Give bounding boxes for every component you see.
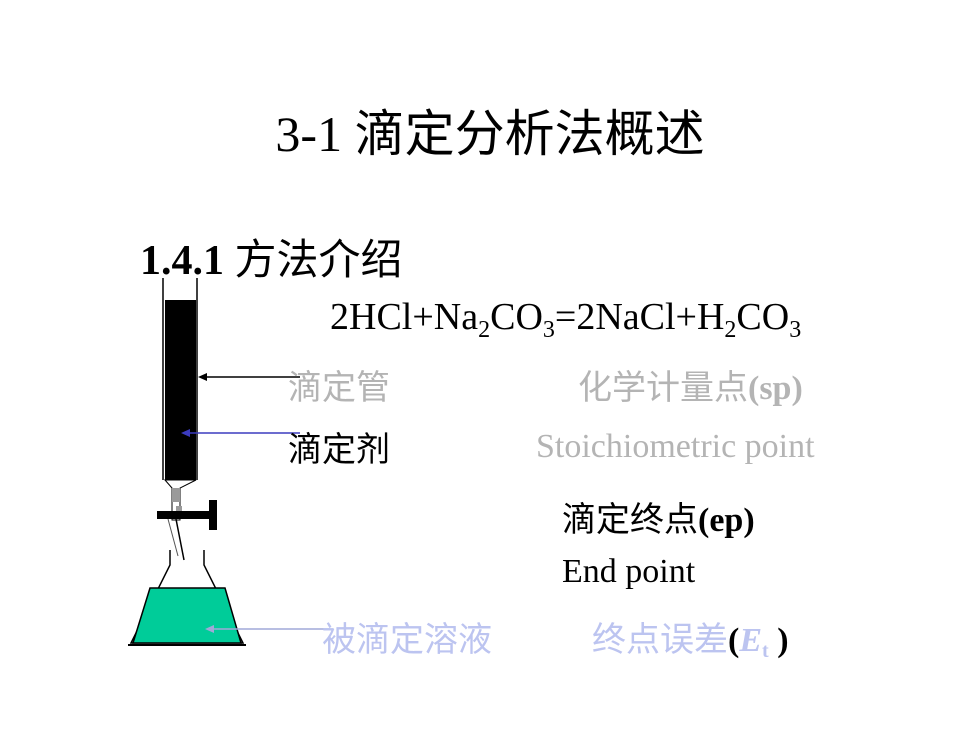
section-number: 1.4.1: [140, 238, 224, 284]
equation-subscript: 2: [478, 317, 491, 343]
stopcock-bar: [157, 511, 215, 519]
label-titrant: 滴定剂: [288, 432, 390, 469]
equation-part: CO: [490, 296, 543, 338]
et-open-paren: (: [728, 622, 740, 659]
titrant-column: [165, 300, 196, 480]
flask-solution: [131, 587, 242, 644]
et-chinese: 终点误差: [592, 622, 728, 659]
et-symbol: Et: [739, 622, 769, 662]
equation-subscript: 2: [724, 317, 737, 343]
stopcock-handle: [209, 500, 217, 530]
label-end-point-error: 终点误差(Et ): [592, 612, 789, 661]
burette-outlet: [175, 518, 185, 561]
equation-subscript: 3: [542, 317, 555, 343]
label-end-point-en: End point: [562, 553, 696, 590]
chemical-equation: 2HCl+Na2CO3=2NaCl+H2CO3: [330, 295, 801, 342]
arrow-burette-head: [198, 373, 207, 381]
equation-part: 2HCl+Na: [330, 296, 479, 338]
arrow-analyte-head: [205, 625, 214, 633]
section-title: 方法介绍: [224, 238, 403, 284]
et-symbol-subscript: t: [762, 640, 769, 662]
label-stoichiometric-point-en: Stoichiometric point: [536, 428, 815, 465]
section-heading: 1.4.1 方法介绍: [140, 226, 403, 287]
ep-abbreviation: (ep): [698, 502, 755, 539]
burette-outlet-2: [167, 518, 179, 557]
sp-abbreviation: (sp): [748, 370, 803, 407]
label-analyte-solution: 被滴定溶液: [322, 622, 492, 659]
et-close-paren: ): [768, 622, 789, 659]
label-stoichiometric-point: 化学计量点(sp): [578, 360, 803, 409]
equation-part: =2NaCl+H: [554, 296, 725, 338]
sp-chinese: 化学计量点: [578, 370, 748, 407]
label-end-point: 滴定终点(ep): [562, 492, 755, 541]
arrow-titrant-head: [181, 429, 190, 437]
equation-subscript: 3: [789, 317, 802, 343]
ep-chinese: 滴定终点: [562, 502, 698, 539]
et-symbol-letter: E: [739, 622, 763, 659]
slide-title: 3-1 滴定分析法概述: [275, 106, 705, 162]
burette-tip-shade: [172, 488, 180, 502]
label-burette: 滴定管: [288, 370, 390, 407]
equation-part: CO: [736, 296, 790, 338]
